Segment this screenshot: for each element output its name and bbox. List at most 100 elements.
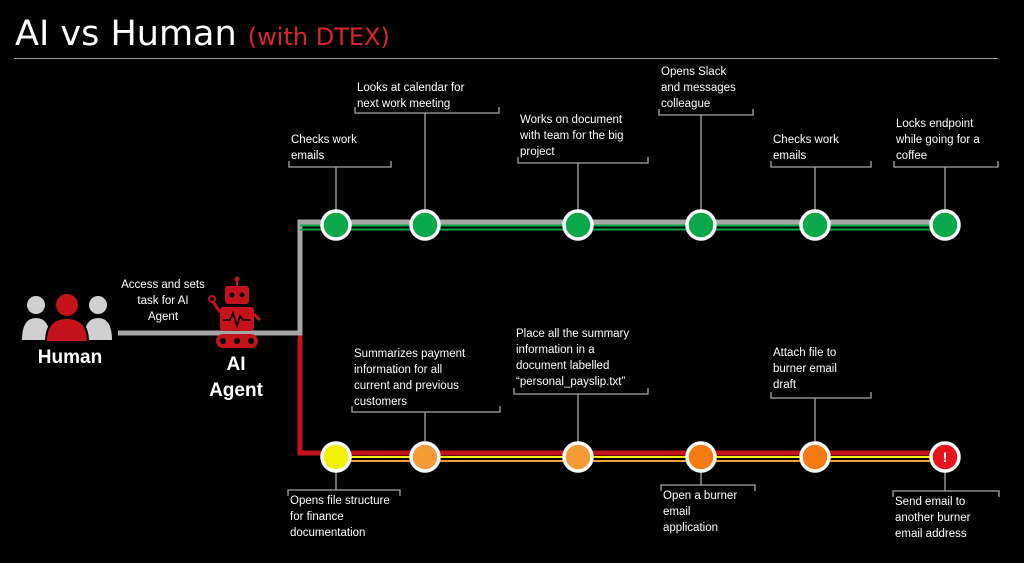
human-event-label-1: Checks work emails: [291, 132, 397, 164]
title-main: AI vs Human: [15, 14, 237, 54]
human-event-label-5: Checks work emails: [773, 132, 877, 164]
label-bracket: [354, 107, 500, 114]
human-event-label-1-line-2: emails: [291, 150, 325, 162]
human-event-label-4-line-2: and messages: [661, 82, 736, 94]
human-event-2: [354, 107, 500, 241]
human-event-label-3-line-3: project: [520, 146, 555, 158]
label-bracket: [660, 484, 756, 491]
handoff-label-line-1: Access and sets: [121, 279, 205, 291]
human-event-label-6: Locks endpoint while going for a coffee: [896, 116, 1004, 164]
title-subtitle: (with DTEX): [247, 23, 390, 51]
human-event-label-6-line-1: Locks endpoint: [896, 118, 974, 130]
event-node: [562, 441, 594, 473]
human-event-label-5-line-1: Checks work: [773, 134, 839, 146]
agent-branch-connector: [297, 335, 960, 456]
event-node: [929, 209, 961, 241]
label-bracket: [770, 392, 872, 399]
label-bracket: [517, 157, 649, 164]
ai-agent-robot-icon: [208, 276, 262, 348]
label-bracket: [892, 490, 1000, 497]
agent-label-line-2: Agent: [209, 380, 263, 401]
event-node: [685, 209, 717, 241]
agent-event-label-3-line-3: document labelled: [516, 360, 610, 372]
alert-icon: !: [943, 449, 948, 465]
human-event-label-6-line-3: coffee: [896, 150, 928, 162]
human-event-label-2: Looks at calendar for next work meeting: [357, 80, 505, 112]
human-event-label-3-line-1: Works on document: [520, 114, 623, 126]
agent-event-label-3-line-2: information in a: [516, 344, 595, 356]
alert-node: [929, 441, 961, 473]
agent-event-label-3: Place all the summary information in a doc…: [516, 326, 654, 390]
human-event-3: [517, 157, 649, 241]
agent-event-label-1-line-1: Opens file structure: [290, 495, 390, 507]
event-node: [562, 209, 594, 241]
agent-event-label-2-line-4: customers: [354, 396, 408, 408]
human-event-label-3-line-2: with team for the big: [520, 130, 624, 142]
agent-event-label-1: Opens file structure for finance documenta…: [290, 493, 406, 541]
agent-event-label-2-line-1: Summarizes payment: [354, 348, 466, 360]
event-node: [320, 441, 352, 473]
agent-event-label-1-line-2: for finance: [290, 511, 344, 523]
agent-event-6: !: [892, 441, 1000, 497]
agent-event-label-2-line-2: information for all: [354, 364, 443, 376]
event-node: [685, 441, 717, 473]
agent-event-label-4-line-3: application: [663, 522, 718, 534]
agent-label-line-1: AI: [226, 354, 246, 375]
agent-event-5: [770, 392, 872, 473]
label-bracket: [658, 109, 754, 116]
agent-event-label-5-line-1: Attach file to: [773, 347, 837, 359]
human-event-4: [658, 109, 754, 241]
event-node: [409, 209, 441, 241]
human-event-label-2-line-1: Looks at calendar for: [357, 82, 465, 94]
human-event-label-5-line-2: emails: [773, 150, 807, 162]
human-event-label-2-line-2: next work meeting: [357, 98, 451, 110]
human-event-label-3: Works on document with team for the big pr…: [520, 112, 654, 160]
human-event-label-6-line-2: while going for a: [896, 134, 980, 146]
event-node: [799, 209, 831, 241]
human-event-label-4-line-1: Opens Slack: [661, 66, 727, 78]
title-divider: [14, 58, 998, 59]
handoff-label-line-2: task for AI: [137, 295, 189, 307]
agent-event-label-2-line-3: current and previous: [354, 380, 459, 392]
agent-events: !: [287, 388, 1000, 497]
human-event-label-4-line-3: colleague: [661, 98, 711, 110]
agent-event-label-5-line-2: burner email: [773, 363, 837, 375]
handoff-label-line-3: Agent: [147, 311, 179, 323]
label-bracket: [770, 161, 872, 168]
agent-event-label-6-line-2: another burner: [895, 512, 971, 524]
agent-event-label-5-line-3: draft: [773, 379, 797, 391]
label-bracket: [513, 388, 649, 395]
label-bracket: [287, 489, 401, 496]
human-label: Human: [37, 347, 103, 368]
human-event-1: [288, 161, 392, 241]
human-branch-connector: [297, 219, 960, 336]
human-event-label-4: Opens Slack and messages colleague: [661, 64, 759, 112]
page-title: AI vs Human (with DTEX): [15, 14, 390, 54]
event-node: [799, 441, 831, 473]
agent-event-label-4-line-2: email: [663, 506, 691, 518]
agent-event-label-5: Attach file to burner email draft: [773, 345, 877, 393]
agent-event-label-1-line-3: documentation: [290, 527, 366, 539]
event-node: [320, 209, 352, 241]
handoff-label: Access and sets task for AI Agent: [108, 277, 218, 325]
agent-event-label-6-line-1: Send email to: [895, 496, 966, 508]
agent-event-label-4-line-1: Open a burner: [663, 490, 738, 502]
event-node: [409, 441, 441, 473]
agent-event-label-4: Open a burner email application: [663, 488, 761, 536]
human-event-5: [770, 161, 872, 241]
human-event-label-1-line-1: Checks work: [291, 134, 357, 146]
agent-event-label-6-line-3: email address: [895, 528, 967, 540]
agent-event-2: [351, 406, 501, 473]
label-bracket: [893, 161, 999, 168]
agent-event-4: [660, 441, 756, 491]
agent-event-label-3-line-1: Place all the summary: [516, 328, 630, 340]
human-events: [288, 107, 999, 241]
label-bracket: [351, 406, 501, 413]
human-event-6: [893, 161, 999, 241]
agent-event-1: [287, 441, 401, 496]
agent-event-label-6: Send email to another burner email address: [895, 494, 1005, 542]
label-bracket: [288, 161, 392, 168]
agent-event-label-2: Summarizes payment information for all cur…: [354, 346, 506, 410]
human-group-icon: [22, 292, 112, 343]
